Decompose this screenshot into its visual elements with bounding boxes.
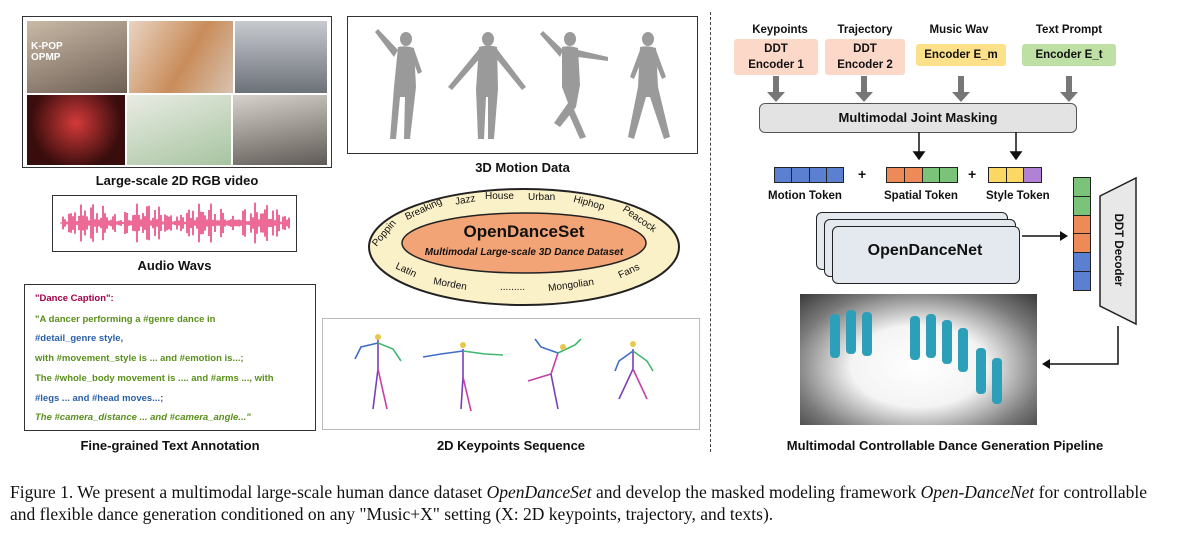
text-annotation-panel: "Dance Caption": "A dancer performing a …	[24, 284, 316, 431]
motion-token-bar	[774, 167, 844, 183]
input-music-title: Music Wav	[929, 24, 989, 36]
encoder-keypoints: DDT Encoder 1	[734, 39, 818, 75]
style-token-label: Style Token	[986, 190, 1050, 202]
caption-line-6: The #camera_distance ... and #camera_ang…	[35, 412, 251, 423]
pipeline-label: Multimodal Controllable Dance Generation…	[786, 438, 1104, 453]
figure-caption: Figure 1. We present a multimodal large-…	[10, 482, 1148, 524]
audio-waveform	[60, 202, 290, 244]
net-label: OpenDanceNet	[867, 242, 983, 259]
caption-line-4: The #whole_body movement is .... and #ar…	[35, 373, 274, 384]
dataset-ellipse	[368, 188, 680, 306]
caption-title: "Dance Caption":	[35, 293, 114, 304]
motion-figures	[375, 29, 670, 140]
audio-panel	[52, 195, 297, 252]
plus-1: +	[858, 166, 867, 182]
encoder-trajectory: DDT Encoder 2	[825, 39, 905, 75]
video-frame-5	[127, 95, 231, 165]
video-frame-4	[27, 95, 125, 165]
text-annotation-label: Fine-grained Text Annotation	[80, 438, 260, 453]
net-to-token-arrow	[1022, 231, 1068, 241]
motion-token-label: Motion Token	[768, 190, 842, 202]
caption-line-5: #legs ... and #head moves...;	[35, 393, 164, 404]
section-divider	[710, 12, 711, 452]
encoder-arrows	[767, 76, 1078, 102]
spatial-token-bar	[886, 167, 958, 183]
video-frame-1	[27, 21, 127, 93]
style-token-bar	[988, 167, 1042, 183]
decoder-to-render-arrow	[1042, 326, 1119, 369]
plus-2: +	[968, 166, 977, 182]
encoder-music: Encoder E_m	[916, 44, 1006, 66]
video-frame-3	[235, 21, 327, 93]
dancer-figures	[830, 310, 1002, 404]
motion-panel	[347, 16, 698, 154]
keypoints-label: 2D Keypoints Sequence	[436, 438, 586, 453]
genre-urban: Urban	[528, 192, 556, 203]
net-box	[832, 226, 1020, 284]
generated-dance-render	[800, 294, 1037, 425]
rgb-video-label: Large-scale 2D RGB video	[95, 173, 259, 188]
genre-house: House	[485, 191, 514, 202]
video-frame-6	[233, 95, 327, 165]
video-frame-2	[129, 21, 233, 93]
genre-ellipsis: .........	[500, 282, 526, 293]
motion-label: 3D Motion Data	[475, 160, 570, 175]
audio-label: Audio Wavs	[137, 258, 212, 273]
masking-arrows	[912, 132, 1023, 161]
output-token-column	[1073, 177, 1091, 291]
rgb-video-panel: K-POP OPMP	[22, 16, 332, 168]
dataset-subtitle: Multimodal Large-scale 3D Dance Dataset	[424, 247, 624, 258]
input-keypoints-title: Keypoints	[752, 24, 808, 36]
video-overlay-text: K-POP OPMP	[31, 41, 63, 63]
dataset-name: OpenDanceSet	[463, 222, 585, 241]
encoder-text: Encoder E_t	[1022, 44, 1116, 66]
joint-masking-box	[759, 103, 1077, 133]
caption-line-2: #detail_genre style,	[35, 333, 124, 344]
caption-line-3: with #movement_style is ... and #emotion…	[35, 353, 244, 364]
caption-line-1: "A dancer performing a #genre dance in	[35, 314, 216, 325]
ddt-decoder-label: DDT Decoder	[1112, 213, 1124, 287]
input-trajectory-title: Trajectory	[837, 24, 893, 36]
keypoints-panel	[322, 318, 700, 430]
keypoint-skeletons	[354, 334, 654, 412]
ddt-decoder	[1099, 176, 1137, 326]
spatial-token-label: Spatial Token	[884, 190, 958, 202]
joint-masking-label: Multimodal Joint Masking	[838, 110, 998, 125]
input-text-title: Text Prompt	[1035, 24, 1103, 36]
